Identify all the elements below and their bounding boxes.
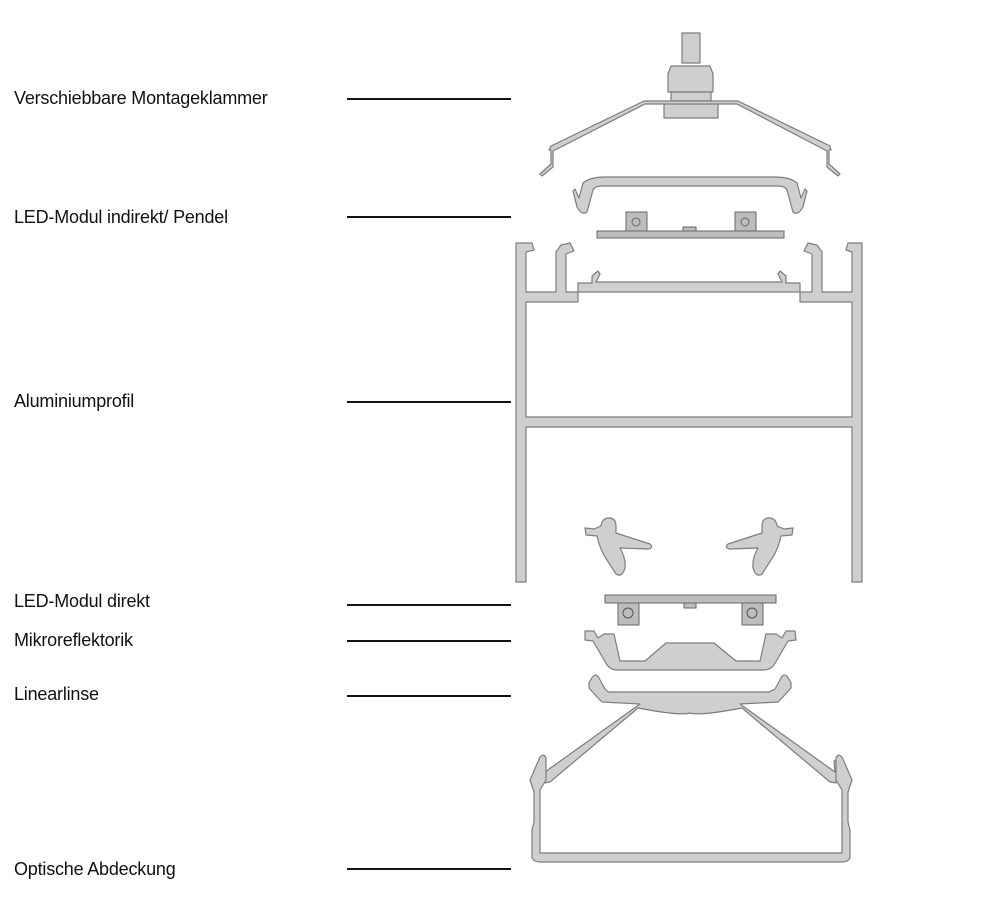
label-linearlinse: Linearlinse xyxy=(14,684,99,704)
leader-line-aluminiumprofil xyxy=(347,401,511,403)
led-module-indirect-drawing xyxy=(572,176,808,239)
leader-line-abdeckung xyxy=(347,868,511,870)
leader-line-led-direkt xyxy=(347,604,511,606)
micro-reflector-drawing xyxy=(584,630,797,671)
optical-cover-drawing xyxy=(529,754,853,863)
retaining-clips-drawing xyxy=(584,517,794,576)
label-abdeckung: Optische Abdeckung xyxy=(14,859,176,879)
mounting-clamp-drawing xyxy=(539,32,841,177)
led-module-direct-drawing xyxy=(604,594,777,626)
label-mikroreflektorik: Mikroreflektorik xyxy=(14,630,133,650)
label-montageklammer: Verschiebbare Montageklammer xyxy=(14,88,268,108)
leader-line-mikroreflektorik xyxy=(347,640,511,642)
leader-line-montageklammer xyxy=(347,98,511,100)
leader-line-linearlinse xyxy=(347,695,511,697)
aluminium-profile-drawing xyxy=(515,242,863,583)
label-led-direkt: LED-Modul direkt xyxy=(14,591,150,611)
linear-lens-drawing xyxy=(542,674,838,784)
leader-line-led-indirekt xyxy=(347,216,511,218)
label-aluminiumprofil: Aluminiumprofil xyxy=(14,391,135,411)
label-led-indirekt: LED-Modul indirekt/ Pendel xyxy=(14,207,228,227)
